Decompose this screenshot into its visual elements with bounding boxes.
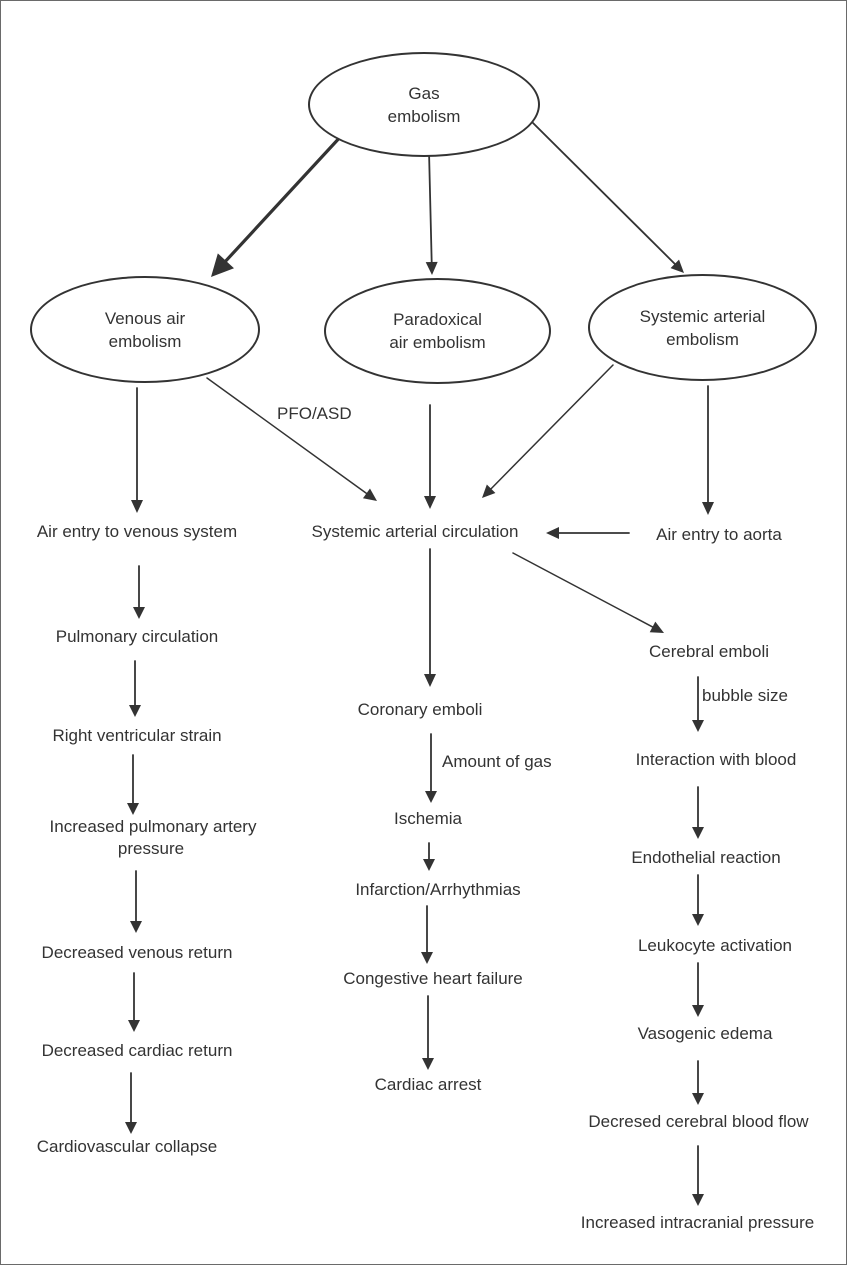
label-increased-pulmonary-artery-line2: pressure bbox=[117, 839, 185, 858]
arrow-gas-to-systemic bbox=[530, 120, 684, 273]
node-gas-embolism-line1: Gas bbox=[408, 83, 440, 103]
arrow-mid-2 bbox=[423, 842, 435, 871]
arrow-mid-1 bbox=[425, 733, 437, 803]
label-congestive-heart-failure: Congestive heart failure bbox=[343, 969, 523, 988]
arrow-left-6 bbox=[125, 1072, 137, 1134]
node-systemic-arterial-embolism: Systemic arterial embolism bbox=[588, 274, 817, 381]
arrow-systemic-down bbox=[702, 385, 714, 515]
label-ischemia: Ischemia bbox=[393, 809, 463, 828]
arrow-circulation-to-cerebral bbox=[512, 552, 664, 633]
arrow-left-5 bbox=[128, 972, 140, 1032]
label-air-entry-aorta: Air entry to aorta bbox=[656, 525, 782, 544]
arrow-circulation-to-coronary bbox=[424, 548, 436, 687]
label-cerebral-emboli: Cerebral emboli bbox=[649, 642, 769, 661]
edge-label-bubble-size: bubble size bbox=[702, 686, 789, 705]
arrow-right-3 bbox=[692, 874, 704, 926]
arrow-left-2 bbox=[129, 660, 141, 717]
arrow-paradoxical-down bbox=[424, 404, 436, 509]
node-paradoxical-air-embolism: Paradoxical air embolism bbox=[324, 278, 551, 384]
label-air-entry-venous: Air entry to venous system bbox=[36, 522, 238, 541]
node-venous-line2: embolism bbox=[108, 331, 182, 351]
label-cardiovascular-collapse: Cardiovascular collapse bbox=[36, 1137, 218, 1156]
label-endothelial-reaction: Endothelial reaction bbox=[631, 848, 781, 867]
arrow-mid-3 bbox=[421, 905, 433, 964]
edge-label-pfo-asd: PFO/ASD bbox=[277, 404, 352, 423]
arrow-systemic-diag bbox=[482, 364, 614, 498]
label-leukocyte-activation: Leukocyte activation bbox=[637, 936, 793, 955]
node-gas-embolism: Gas embolism bbox=[308, 52, 540, 157]
arrow-gas-to-venous bbox=[211, 132, 345, 277]
label-interaction-with-blood: Interaction with blood bbox=[635, 750, 797, 769]
node-paradoxical-line1: Paradoxical bbox=[393, 310, 482, 329]
arrow-aorta-to-circulation bbox=[546, 527, 630, 539]
node-paradoxical-line2: air embolism bbox=[389, 333, 486, 352]
node-gas-embolism-line2: embolism bbox=[387, 106, 461, 126]
label-pulmonary-circulation: Pulmonary circulation bbox=[55, 627, 219, 646]
arrow-gas-to-paradoxical bbox=[425, 150, 438, 275]
arrow-right-6 bbox=[692, 1145, 704, 1206]
label-increased-intracranial-pressure: Increased intracranial pressure bbox=[580, 1213, 815, 1232]
node-systemic-line2: embolism bbox=[666, 329, 739, 349]
label-systemic-arterial-circulation: Systemic arterial circulation bbox=[311, 522, 519, 541]
arrow-left-3 bbox=[127, 754, 139, 815]
node-venous-air-embolism: Venous air embolism bbox=[30, 276, 260, 383]
arrow-venous-down bbox=[131, 387, 143, 513]
arrow-mid-4 bbox=[422, 995, 434, 1070]
arrow-pfo-asd bbox=[206, 377, 377, 501]
label-cardiac-arrest: Cardiac arrest bbox=[374, 1075, 482, 1094]
arrow-left-4 bbox=[130, 870, 142, 933]
arrow-left-1 bbox=[133, 565, 145, 619]
arrow-right-5 bbox=[692, 1060, 704, 1105]
label-decreased-cardiac-return: Decreased cardiac return bbox=[41, 1041, 233, 1060]
label-decresed-cerebral-blood-flow: Decresed cerebral blood flow bbox=[588, 1112, 809, 1131]
label-decreased-venous-return: Decreased venous return bbox=[41, 943, 233, 962]
arrow-right-4 bbox=[692, 962, 704, 1017]
node-systemic-line1: Systemic arterial bbox=[639, 306, 766, 326]
arrow-right-1 bbox=[692, 676, 704, 732]
label-increased-pulmonary-artery: Increased pulmonary artery bbox=[49, 817, 257, 836]
node-venous-line1: Venous air bbox=[104, 308, 186, 328]
arrow-right-2 bbox=[692, 786, 704, 839]
label-infarction-arrhythmias: Infarction/Arrhythmias bbox=[355, 880, 521, 899]
label-right-ventricular-strain: Right ventricular strain bbox=[52, 726, 222, 745]
edge-label-amount-of-gas: Amount of gas bbox=[442, 752, 552, 771]
label-coronary-emboli: Coronary emboli bbox=[357, 700, 483, 719]
label-vasogenic-edema: Vasogenic edema bbox=[637, 1024, 773, 1043]
